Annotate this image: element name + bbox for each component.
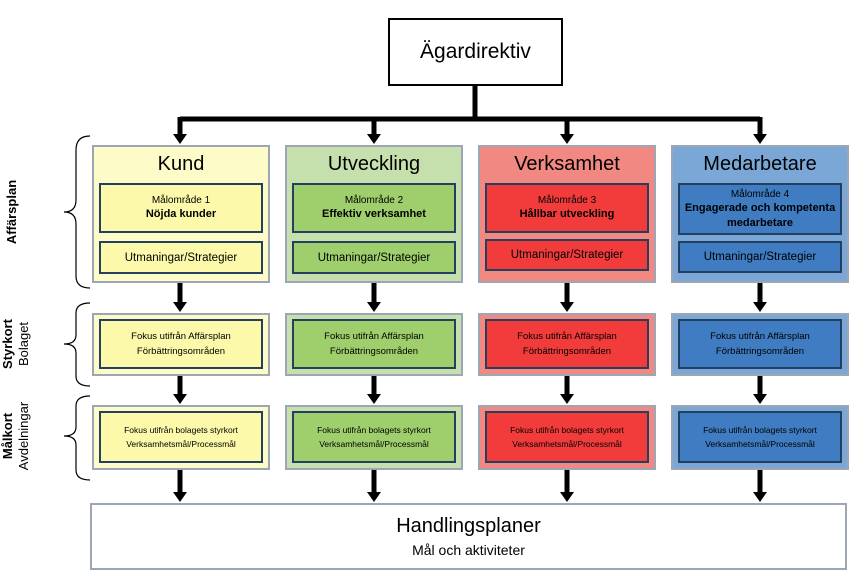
strategies-label: Utmaningar/Strategier — [703, 251, 817, 263]
malomrade-box: Målområde 1 Nöjda kunder — [99, 183, 263, 233]
handlingsplaner-subtitle: Mål och aktiviteter — [412, 542, 525, 558]
arrow-head-mid-1 — [367, 302, 381, 312]
handlingsplaner-box: Handlingsplaner Mål och aktiviteter — [90, 503, 847, 570]
malomrade-number: Målområde 2 — [344, 195, 404, 206]
avd-line2: Verksamhetsmål/Processmål — [319, 439, 429, 449]
avd-box: Fokus utifrån bolagets styrkort Verksamh… — [678, 411, 842, 463]
malomrade-number: Målområde 4 — [730, 188, 790, 200]
strategies-label: Utmaningar/Strategier — [124, 251, 238, 264]
avd-line2: Verksamhetsmål/Processmål — [512, 439, 622, 449]
arrow-head-bottom-2 — [560, 492, 574, 502]
side-label-malkort: Målkort — [0, 412, 15, 460]
malomrade-box: Målområde 3 Hållbar utveckling — [485, 183, 649, 233]
bolag-line1: Fokus utifrån Affärsplan — [710, 331, 810, 342]
bolag-box: Fokus utifrån Affärsplan Förbättringsomr… — [485, 319, 649, 369]
strategies-box: Utmaningar/Strategier — [99, 241, 263, 274]
strategies-label: Utmaningar/Strategier — [317, 251, 431, 264]
malomrade-number: Målområde 1 — [151, 195, 211, 206]
avd-line1: Fokus utifrån bolagets styrkort — [703, 425, 817, 435]
malomrade-box: Målområde 2 Effektiv verksamhet — [292, 183, 456, 233]
column-title: Utveckling — [327, 153, 421, 175]
avd-box: Fokus utifrån bolagets styrkort Verksamh… — [99, 411, 263, 463]
handlingsplaner-title: Handlingsplaner — [396, 515, 541, 537]
arrow-head-mid-2 — [560, 302, 574, 312]
arrow-head-mid-3 — [753, 302, 767, 312]
bolag-line1: Fokus utifrån Affärsplan — [324, 331, 424, 342]
brace-affarsplan — [63, 135, 91, 289]
bolag-box: Fokus utifrån Affärsplan Förbättringsomr… — [292, 319, 456, 369]
agardirektiv-title: Ägardirektiv — [420, 40, 531, 63]
avd-box: Fokus utifrån bolagets styrkort Verksamh… — [485, 411, 649, 463]
bolag-line1: Fokus utifrån Affärsplan — [131, 331, 231, 342]
arrow-head-low-0 — [173, 394, 187, 404]
bolag-line1: Fokus utifrån Affärsplan — [517, 331, 617, 342]
side-label-malkort-group: Målkort Avdelningar — [0, 396, 32, 476]
bolag-box: Fokus utifrån Affärsplan Förbättringsomr… — [99, 319, 263, 369]
arrow-head-bottom-1 — [367, 492, 381, 502]
side-label-bolaget: Bolaget — [16, 321, 31, 367]
side-label-styrkort-group: Styrkort Bolaget — [0, 314, 32, 374]
avd-line1: Fokus utifrån bolagets styrkort — [124, 425, 238, 435]
arrow-head-top-1 — [367, 134, 381, 144]
bolag-line2: Förbättringsområden — [329, 346, 419, 357]
arrow-head-top-0 — [173, 134, 187, 144]
avd-line2: Verksamhetsmål/Processmål — [126, 439, 236, 449]
strategies-box: Utmaningar/Strategier — [485, 239, 649, 271]
brace-malkort — [63, 395, 91, 481]
brace-styrkort — [63, 302, 91, 387]
malomrade-name: Engagerade och kompetenta medarbetare — [684, 201, 836, 229]
malomrade-box: Målområde 4 Engagerade och kompetenta me… — [678, 183, 842, 235]
column-title: Verksamhet — [514, 153, 620, 175]
arrow-head-bottom-0 — [173, 492, 187, 502]
malomrade-name: Hållbar utveckling — [519, 208, 615, 220]
strategies-label: Utmaningar/Strategier — [510, 249, 624, 261]
bolag-line2: Förbättringsområden — [522, 346, 612, 357]
arrow-head-bottom-3 — [753, 492, 767, 502]
strategies-box: Utmaningar/Strategier — [678, 241, 842, 273]
malomrade-name: Effektiv verksamhet — [322, 208, 426, 220]
avd-line2: Verksamhetsmål/Processmål — [705, 439, 815, 449]
column-title: Medarbetare — [703, 153, 817, 175]
avd-box: Fokus utifrån bolagets styrkort Verksamh… — [292, 411, 456, 463]
bolag-line2: Förbättringsområden — [136, 346, 226, 357]
arrow-head-low-3 — [753, 394, 767, 404]
malomrade-name: Nöjda kunder — [145, 208, 217, 220]
arrow-head-top-2 — [560, 134, 574, 144]
arrow-head-low-1 — [367, 394, 381, 404]
arrow-head-top-3 — [753, 134, 767, 144]
agardirektiv-box: Ägardirektiv — [388, 18, 563, 86]
bolag-box: Fokus utifrån Affärsplan Förbättringsomr… — [678, 319, 842, 369]
arrow-head-mid-0 — [173, 302, 187, 312]
arrows — [173, 117, 767, 502]
bolag-line2: Förbättringsområden — [715, 346, 805, 357]
side-label-affarsplan: Affärsplan — [4, 179, 19, 245]
column-title: Kund — [157, 153, 205, 175]
braces — [63, 135, 91, 481]
side-label-styrkort: Styrkort — [0, 319, 15, 369]
strategies-box: Utmaningar/Strategier — [292, 241, 456, 274]
malomrade-number: Målområde 3 — [537, 195, 597, 206]
avd-line1: Fokus utifrån bolagets styrkort — [510, 425, 624, 435]
arrow-head-low-2 — [560, 394, 574, 404]
avd-line1: Fokus utifrån bolagets styrkort — [317, 425, 431, 435]
side-label-avdelningar: Avdelningar — [16, 401, 31, 471]
